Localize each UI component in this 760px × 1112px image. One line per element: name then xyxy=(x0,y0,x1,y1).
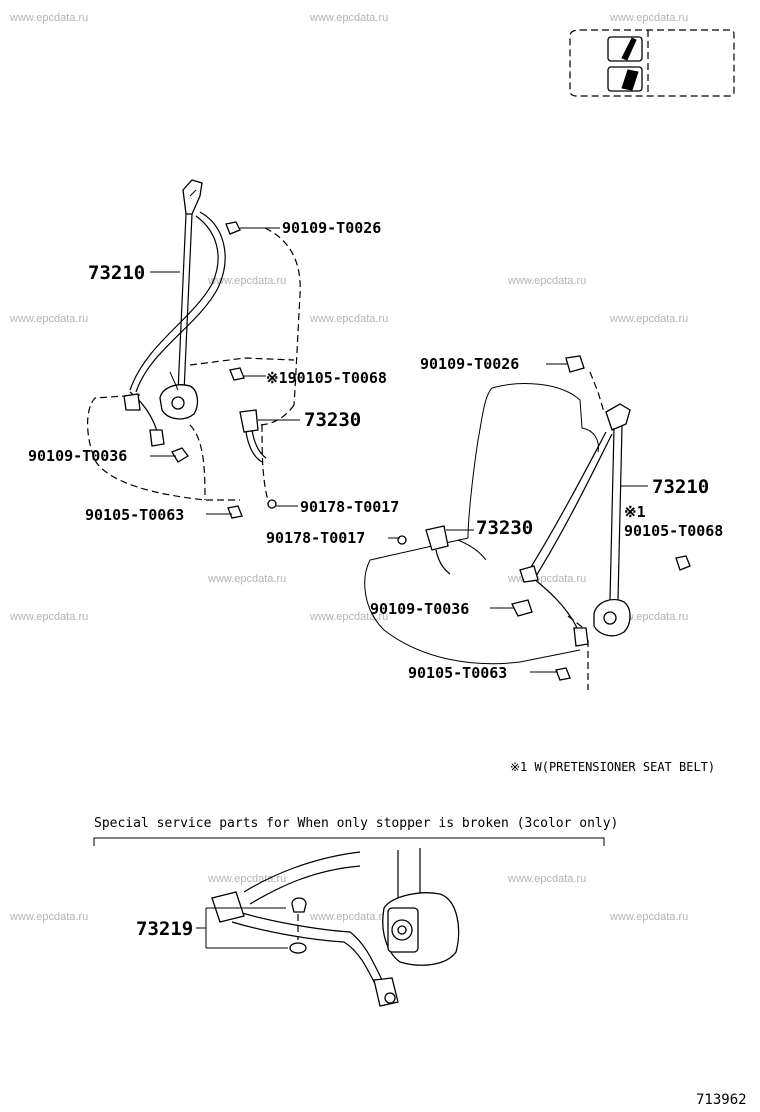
label-stopper[interactable]: 73219 xyxy=(136,918,193,940)
label-left-bolt-top[interactable]: 90109-T0026 xyxy=(282,219,381,237)
watermark: www.epcdata.ru xyxy=(207,873,286,885)
watermark: www.epcdata.ru xyxy=(309,12,388,24)
watermark: www.epcdata.ru xyxy=(207,275,286,287)
pretensioner-note: ※1 W(PRETENSIONER SEAT BELT) xyxy=(510,760,715,774)
label-right-nut-low[interactable]: 90105-T0063 xyxy=(408,664,507,682)
seat-position-icon xyxy=(569,29,735,97)
label-right-belt[interactable]: 73210 xyxy=(652,476,709,498)
watermark: www.epcdata.ru xyxy=(309,611,388,623)
label-left-nut-low[interactable]: 90105-T0063 xyxy=(85,506,184,524)
watermark: www.epcdata.ru xyxy=(9,313,88,325)
watermark: www.epcdata.ru xyxy=(309,911,388,923)
diagram-id: 713962 xyxy=(696,1092,747,1108)
part-labels: 73210 90109-T0026 ※190105-T0068 73230 90… xyxy=(28,219,723,682)
label-left-bolt-mid[interactable]: ※190105-T0068 xyxy=(266,369,387,387)
right-seat-assembly xyxy=(364,355,691,690)
watermark: www.epcdata.ru xyxy=(609,313,688,325)
label-right-nut-mid[interactable]: 90105-T0068 xyxy=(624,522,723,540)
label-left-belt[interactable]: 73210 xyxy=(88,262,145,284)
left-seat-assembly xyxy=(86,179,301,519)
label-right-nut-buckle[interactable]: 90178-T0017 xyxy=(266,529,365,547)
label-right-bolt-low[interactable]: 90109-T0036 xyxy=(370,600,469,618)
watermark: www.epcdata.ru xyxy=(507,573,586,585)
watermark: www.epcdata.ru xyxy=(9,12,88,24)
label-right-mark: ※1 xyxy=(624,503,646,521)
watermarks: www.epcdata.ru www.epcdata.ru www.epcdat… xyxy=(9,12,688,923)
watermark: www.epcdata.ru xyxy=(9,611,88,623)
service-note: Special service parts for When only stop… xyxy=(94,816,618,831)
watermark: www.epcdata.ru xyxy=(207,573,286,585)
service-parts-section: Special service parts for When only stop… xyxy=(93,816,618,1007)
watermark: www.epcdata.ru xyxy=(9,911,88,923)
watermark: www.epcdata.ru xyxy=(507,275,586,287)
watermark: www.epcdata.ru xyxy=(309,313,388,325)
watermark: www.epcdata.ru xyxy=(609,911,688,923)
leader-lines xyxy=(150,227,648,673)
label-left-nut-buckle[interactable]: 90178-T0017 xyxy=(300,498,399,516)
watermark: www.epcdata.ru xyxy=(507,873,586,885)
label-right-bolt-top[interactable]: 90109-T0026 xyxy=(420,355,519,373)
label-left-buckle[interactable]: 73230 xyxy=(304,409,361,431)
label-right-buckle[interactable]: 73230 xyxy=(476,517,533,539)
watermark: www.epcdata.ru xyxy=(609,12,688,24)
label-left-bolt-low[interactable]: 90109-T0036 xyxy=(28,447,127,465)
